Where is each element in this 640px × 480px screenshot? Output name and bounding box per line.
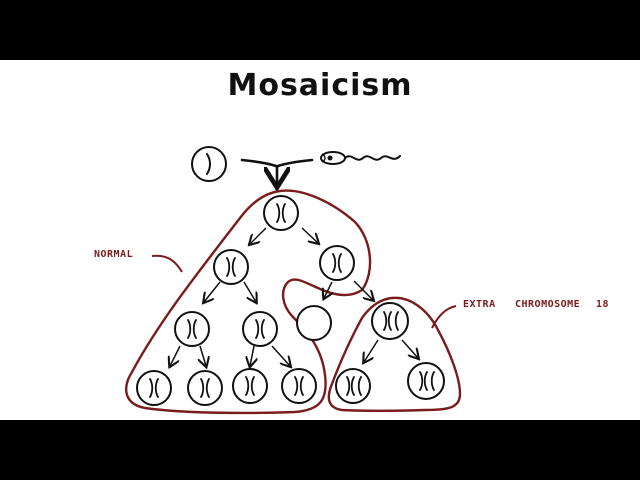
normal-cell xyxy=(174,311,210,347)
fertilization-arrow xyxy=(240,158,314,185)
division-arrows xyxy=(170,227,418,366)
normal-cell xyxy=(187,370,223,406)
letterbox-top xyxy=(0,0,640,60)
normal-cell xyxy=(242,311,278,347)
chromosome-number-label: 18 xyxy=(596,299,610,310)
extra-chromosome-lineage-outline xyxy=(327,296,462,412)
normal-cell xyxy=(319,245,355,281)
zygote-cell xyxy=(263,195,299,231)
normal-label-leader xyxy=(151,254,183,273)
extra-label-word: EXTRA xyxy=(463,299,496,310)
egg-cell xyxy=(191,146,227,182)
sperm-cell xyxy=(320,151,401,165)
normal-cell xyxy=(281,368,317,404)
extra-chromosome-label-leader xyxy=(431,305,457,329)
normal-label: NORMAL xyxy=(94,249,134,260)
chromosome-label-word: CHROMOSOME xyxy=(515,299,581,310)
letterbox-bottom xyxy=(0,420,640,480)
trisomy-cell xyxy=(407,362,445,400)
trisomy-cell xyxy=(371,302,409,340)
trisomy-cell xyxy=(335,368,371,404)
normal-cell xyxy=(232,368,268,404)
normal-cell xyxy=(136,370,172,406)
normal-lineage-outline xyxy=(124,189,372,415)
normal-cell xyxy=(213,249,249,285)
empty-cell xyxy=(296,305,332,341)
diagram-title: Mosaicism xyxy=(227,68,413,103)
